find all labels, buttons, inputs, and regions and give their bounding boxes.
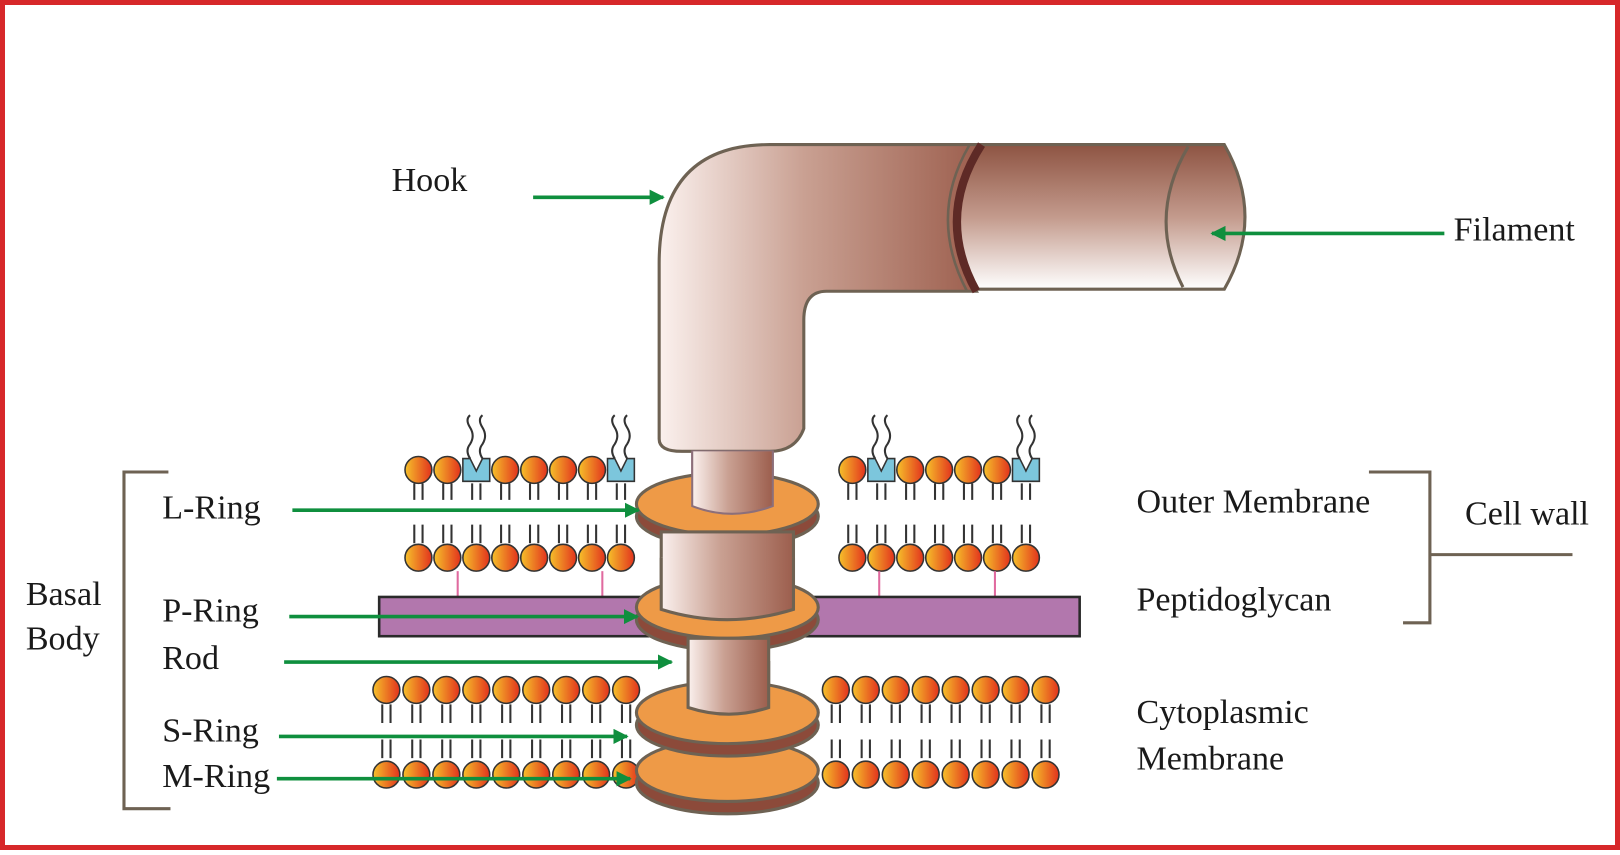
pointer-arrows [276, 189, 1445, 787]
lipid-head-icon [1001, 760, 1030, 789]
lipid-head-icon [372, 675, 401, 705]
lps-core-icon [462, 414, 491, 483]
lipid-head-icon [519, 543, 549, 572]
cytoplasmic-membrane-label-line2: Membrane [1136, 740, 1284, 777]
lipid-head-icon [548, 455, 578, 485]
lipid-head-icon [821, 675, 851, 705]
cell-wall-bracket [1368, 470, 1432, 625]
lps-core-icon [867, 414, 896, 483]
lipid-head-icon [1031, 760, 1060, 789]
lipid-head-icon [924, 543, 954, 572]
lipid-head-icon [941, 760, 970, 789]
lipid-head-icon [522, 675, 551, 705]
lipid-head-icon [372, 760, 401, 789]
basal-body-bracket [122, 470, 171, 811]
lipid-head-icon [1031, 675, 1060, 705]
lipid-head-icon [821, 760, 851, 789]
lipid-head-icon [433, 543, 462, 572]
outer-membrane-bilayer [404, 414, 1041, 597]
m-ring-label: M-Ring [162, 758, 270, 795]
lipid-head-icon [953, 543, 983, 572]
lipid-head-icon [1011, 543, 1041, 572]
outer-membrane-label: Outer Membrane [1136, 483, 1370, 520]
p-ring-label: P-Ring [162, 593, 259, 630]
hook [657, 142, 985, 453]
lipid-head-icon [838, 543, 867, 572]
basal-body-label-line2: Body [26, 621, 100, 658]
lipid-head-icon [492, 760, 521, 789]
lipid-head-icon [492, 675, 521, 705]
lipid-head-icon [551, 675, 581, 705]
lipid-head-icon [896, 455, 925, 485]
s-ring [634, 660, 820, 758]
labels: Hook Filament L-Ring P-Ring Rod S-Ring M… [26, 162, 1589, 795]
lipid-head-icon [404, 455, 433, 485]
basal-body-label-line1: Basal [26, 576, 102, 613]
lipid-head-icon [911, 675, 940, 705]
cell-wall-label: Cell wall [1465, 496, 1589, 533]
lipid-head-icon [404, 543, 433, 572]
lipid-head-icon [881, 760, 910, 789]
lipid-head-icon [1001, 675, 1030, 705]
lipid-head-icon [838, 455, 867, 485]
lipid-head-icon [881, 675, 910, 705]
lipid-head-icon [402, 675, 431, 705]
l-ring-label: L-Ring [162, 489, 260, 526]
lipid-head-icon [851, 760, 880, 789]
lipid-head-icon [432, 760, 461, 789]
lipid-head-icon [433, 455, 462, 485]
lipid-head-icon [462, 760, 491, 789]
lps-core-icon [606, 414, 636, 483]
cytoplasmic-membrane-bilayer [372, 675, 1060, 789]
lipid-head-icon [867, 543, 896, 572]
brackets [122, 470, 1573, 811]
lipid-head-icon [611, 675, 641, 705]
basal-body [634, 450, 820, 816]
lipid-head-icon [982, 455, 1012, 485]
lipid-head-icon [491, 455, 520, 485]
hook-label: Hook [392, 162, 469, 199]
peptidoglycan-label: Peptidoglycan [1136, 581, 1331, 618]
lipid-head-icon [519, 455, 549, 485]
lipid-head-icon [577, 543, 607, 572]
lipid-head-icon [432, 675, 461, 705]
lipid-head-icon [953, 455, 983, 485]
lipid-head-icon [581, 760, 611, 789]
rod-label: Rod [162, 640, 219, 677]
lipid-head-icon [462, 675, 491, 705]
lipid-head-icon [491, 543, 520, 572]
lps-core-icon [1011, 414, 1041, 483]
lipid-head-icon [548, 543, 578, 572]
lipid-head-icon [971, 760, 1000, 789]
lipid-head-icon [941, 675, 970, 705]
lipid-head-icon [522, 760, 551, 789]
lipid-head-icon [896, 543, 925, 572]
lipid-head-icon [924, 455, 954, 485]
lipid-head-icon [581, 675, 611, 705]
filament [951, 143, 1247, 291]
lipid-head-icon [402, 760, 431, 789]
lipid-head-icon [577, 455, 607, 485]
cytoplasmic-membrane-label-line1: Cytoplasmic [1136, 694, 1308, 731]
lipid-head-icon [462, 543, 491, 572]
lipid-head-icon [911, 760, 940, 789]
filament-label: Filament [1454, 212, 1576, 249]
lipid-head-icon [971, 675, 1000, 705]
s-ring-label: S-Ring [162, 713, 259, 750]
lipid-head-icon [851, 675, 880, 705]
lipid-head-icon [982, 543, 1012, 572]
lipid-head-icon [551, 760, 581, 789]
lipid-head-icon [606, 543, 636, 572]
